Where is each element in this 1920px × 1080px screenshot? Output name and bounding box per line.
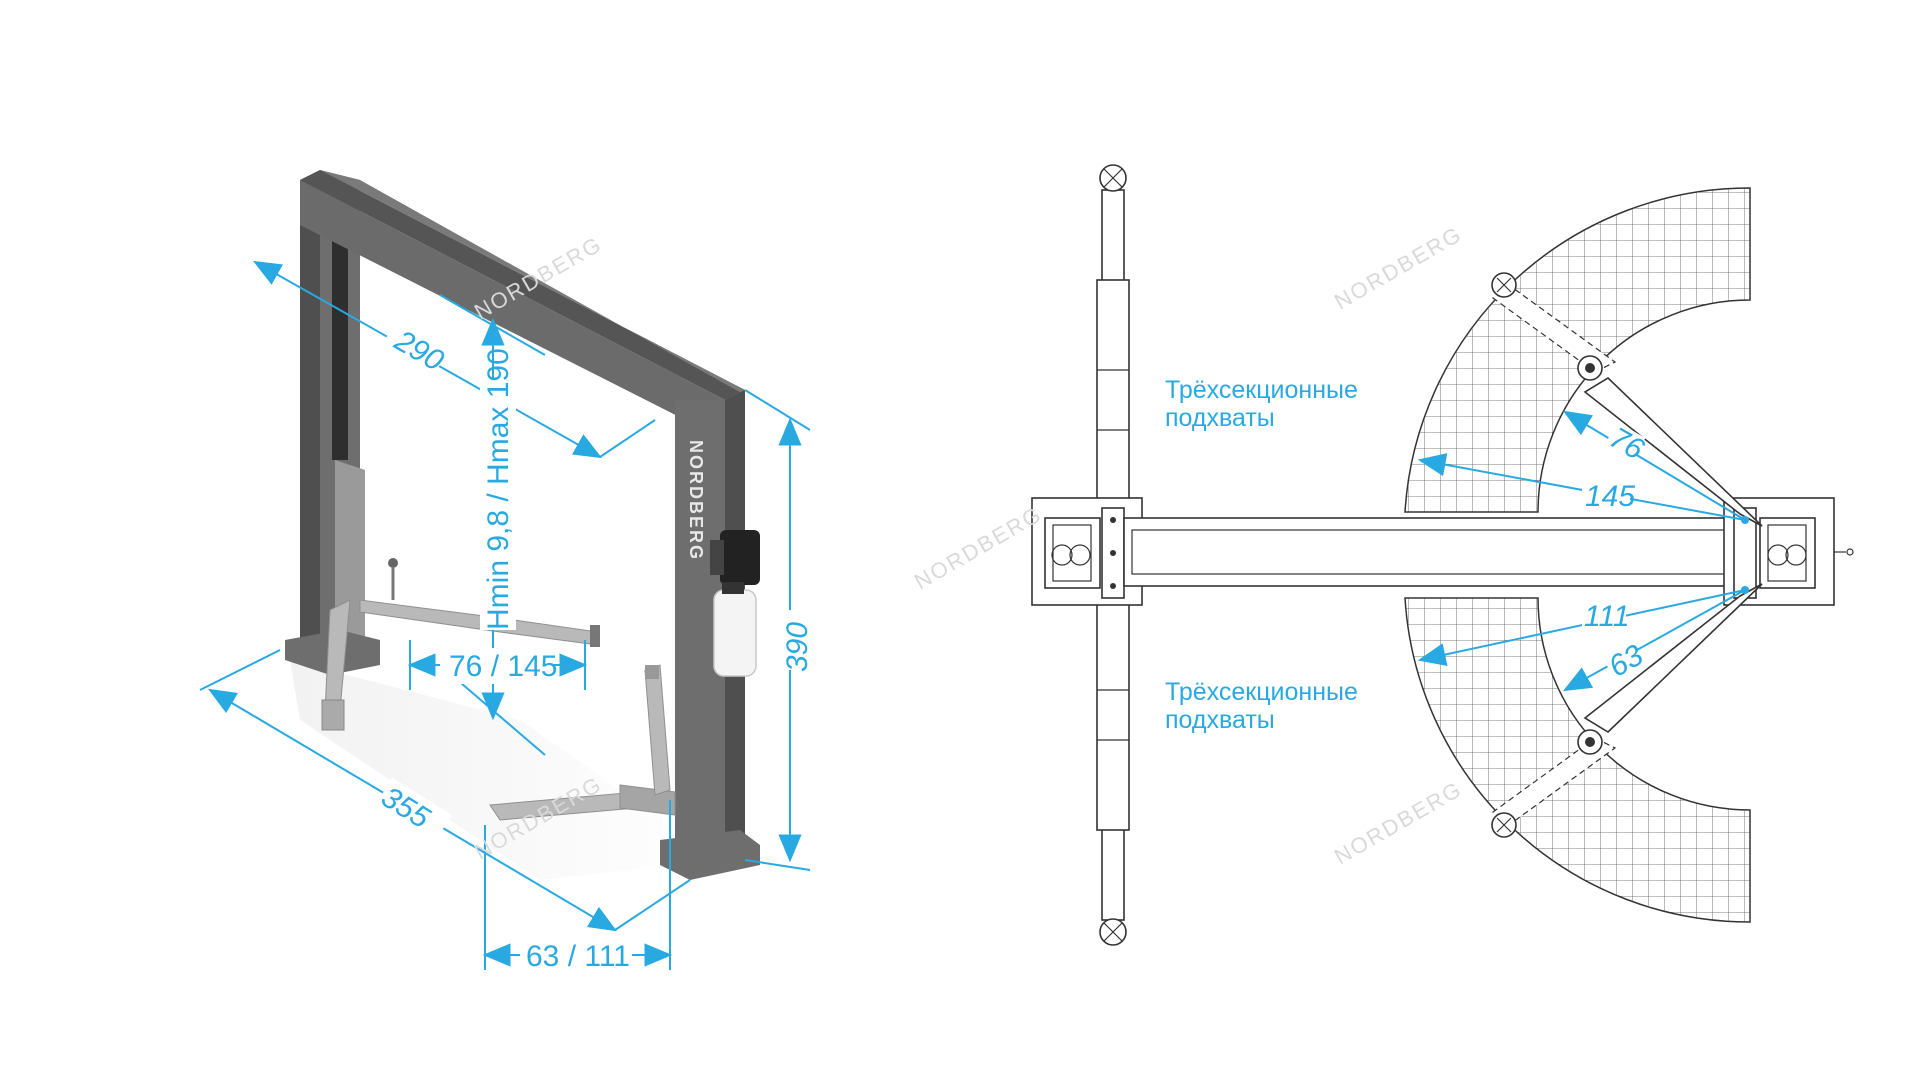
- note-bottom-line2: подхваты: [1165, 706, 1275, 734]
- plan-r145-label: 145: [1585, 480, 1635, 513]
- dim-390-label: 390: [781, 622, 814, 672]
- watermark: NORDBERG: [1330, 221, 1466, 314]
- dim-arm-long-label: 76 / 145: [449, 650, 557, 683]
- note-top-line2: подхваты: [1165, 404, 1275, 432]
- isometric-view: NORDBERG: [199, 170, 814, 974]
- floor-plate: [1123, 517, 1735, 587]
- column-brand-label: NORDBERG: [686, 440, 706, 561]
- right-column: NORDBERG: [660, 390, 760, 880]
- oil-tank: [713, 589, 757, 677]
- plan-view: 76 145 111 63 Трёхсекционные подхваты Тр…: [1031, 164, 1854, 946]
- dim-height-label: Hmin 9,8 / Hmax 190: [482, 348, 515, 630]
- plan-arms: [1491, 272, 1763, 838]
- note-bottom-line1: Трёхсекционные: [1165, 678, 1358, 706]
- top-beam: [300, 170, 745, 440]
- watermark: NORDBERG: [1330, 776, 1466, 869]
- motor: [720, 530, 760, 585]
- watermark: NORDBERG: [910, 501, 1046, 594]
- dim-arm-short-label: 63 / 111: [526, 940, 630, 973]
- plan-r111-label: 111: [1584, 600, 1630, 633]
- note-top-line1: Трёхсекционные: [1165, 376, 1358, 404]
